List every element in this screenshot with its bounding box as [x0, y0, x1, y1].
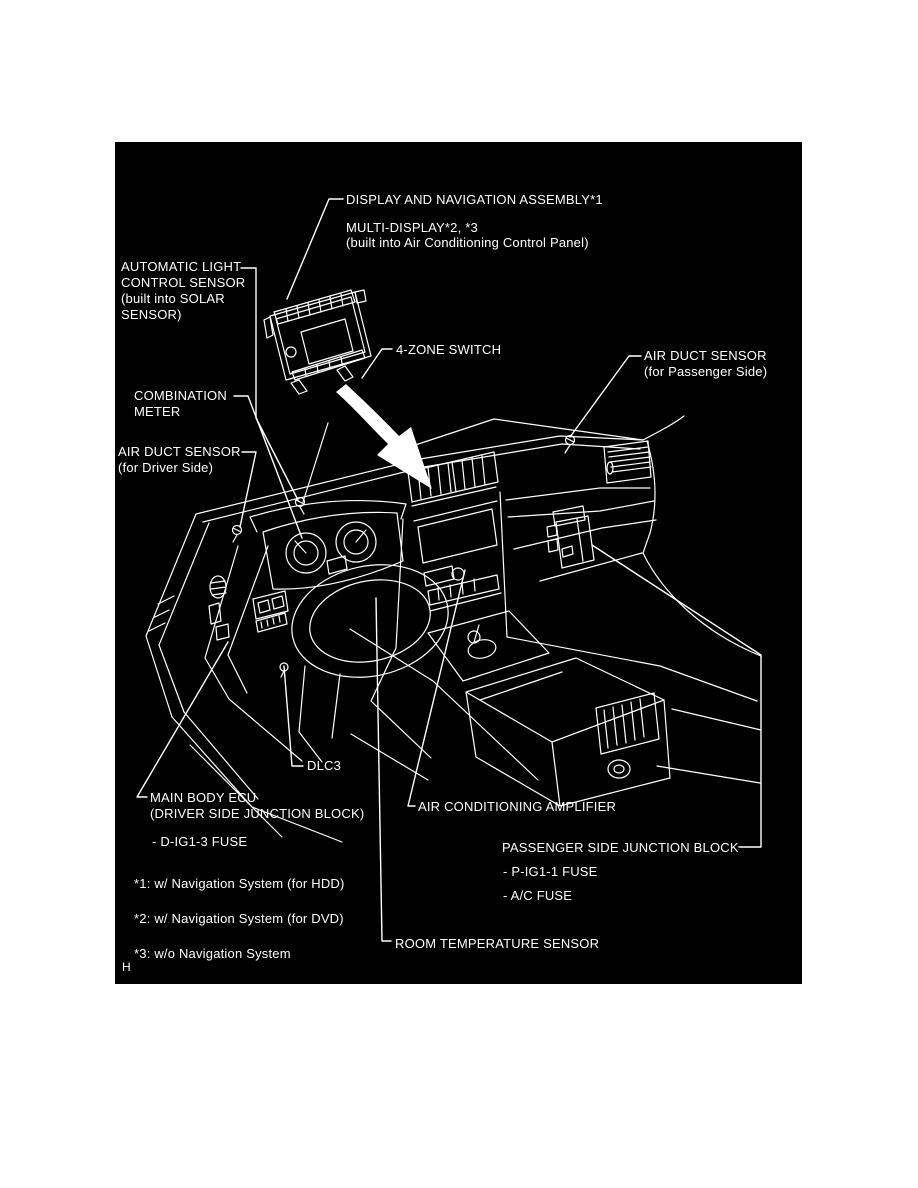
dashboard-outline	[145, 415, 762, 843]
label-combination-meter-line2: METER	[134, 404, 181, 419]
label-air-duct-passenger-line2: (for Passenger Side)	[644, 364, 768, 379]
footnote-2: *2: w/ Navigation System (for DVD)	[134, 911, 344, 926]
label-dlc3: DLC3	[307, 758, 342, 773]
driver-lower-dash-drawing	[204, 545, 303, 762]
label-main-body-ecu: MAIN BODY ECU (DRIVER SIDE JUNCTION BLOC…	[150, 790, 364, 822]
label-auto-light-line2: CONTROL SENSOR	[121, 275, 246, 290]
label-multi-display-line1: MULTI-DISPLAY*2, *3	[346, 220, 478, 235]
footer-mark: H	[122, 960, 131, 974]
passenger-junction-block-drawing	[546, 505, 595, 569]
footnote-1: *1: w/ Navigation System (for HDD)	[134, 876, 345, 891]
leader-combination-meter	[233, 395, 303, 539]
leader-passenger-jb	[591, 544, 762, 848]
label-ac-amplifier: AIR CONDITIONING AMPLIFIER	[418, 799, 617, 814]
label-room-temp-sensor: ROOM TEMPERATURE SENSOR	[395, 936, 600, 951]
label-passenger-jb: PASSENGER SIDE JUNCTION BLOCK	[502, 840, 739, 855]
label-auto-light-sensor: AUTOMATIC LIGHT CONTROL SENSOR (built in…	[121, 259, 245, 323]
leader-four-zone	[361, 348, 393, 379]
driver-duct-sensor-icon	[231, 524, 243, 543]
label-multi-display: MULTI-DISPLAY*2, *3 (built into Air Cond…	[346, 220, 589, 250]
insertion-arrow-icon	[336, 384, 432, 489]
combination-meter-drawing	[249, 499, 407, 590]
label-air-duct-passenger: AIR DUCT SENSOR (for Passenger Side)	[644, 348, 767, 380]
dashboard-line-art	[136, 198, 762, 942]
label-auto-light-line4: SENSOR)	[121, 307, 182, 322]
solar-sensor-icon	[294, 496, 306, 515]
label-four-zone-switch: 4-ZONE SWITCH	[396, 342, 502, 357]
label-combination-meter: COMBINATION METER	[134, 388, 227, 420]
label-main-body-ecu-line1: MAIN BODY ECU	[150, 790, 257, 805]
center-stack-drawing	[395, 451, 550, 682]
label-main-body-ecu-line2: (DRIVER SIDE JUNCTION BLOCK)	[150, 806, 365, 821]
floor-tunnel-lines	[349, 628, 539, 781]
label-air-duct-passenger-line1: AIR DUCT SENSOR	[644, 348, 767, 363]
label-combination-meter-line1: COMBINATION	[134, 388, 227, 403]
leader-air-duct-passenger	[569, 355, 642, 438]
label-air-duct-driver: AIR DUCT SENSOR (for Driver Side)	[118, 444, 241, 476]
footnote-3: *3: w/o Navigation System	[134, 946, 291, 961]
diagram-panel	[115, 142, 802, 984]
steering-wheel-drawing	[291, 564, 449, 763]
leader-room-temp	[375, 597, 392, 942]
label-air-duct-driver-line1: AIR DUCT SENSOR	[118, 444, 241, 459]
leader-dlc3	[283, 665, 304, 767]
center-console-drawing	[465, 657, 671, 807]
label-ac-fuse: - A/C FUSE	[503, 888, 573, 903]
label-auto-light-line3: (built into SOLAR	[121, 291, 225, 306]
label-p-ig1-1-fuse: - P-IG1-1 FUSE	[503, 864, 598, 879]
label-d-ig1-3-fuse: - D-IG1-3 FUSE	[152, 834, 248, 849]
label-display-nav-assembly: DISPLAY AND NAVIGATION ASSEMBLY*1	[346, 192, 603, 207]
leader-main-body-ecu	[136, 641, 229, 798]
label-air-duct-driver-line2: (for Driver Side)	[118, 460, 214, 475]
nav-climate-unit-drawing	[263, 289, 372, 395]
leader-ac-amplifier	[407, 569, 466, 807]
leader-display-nav	[286, 198, 344, 300]
label-auto-light-line1: AUTOMATIC LIGHT	[121, 259, 242, 274]
leader-auto-light	[240, 267, 299, 501]
passenger-duct-sensor-icon	[564, 434, 576, 454]
passenger-dash-drawing	[505, 440, 762, 784]
label-multi-display-line2: (built into Air Conditioning Control Pan…	[346, 235, 589, 250]
